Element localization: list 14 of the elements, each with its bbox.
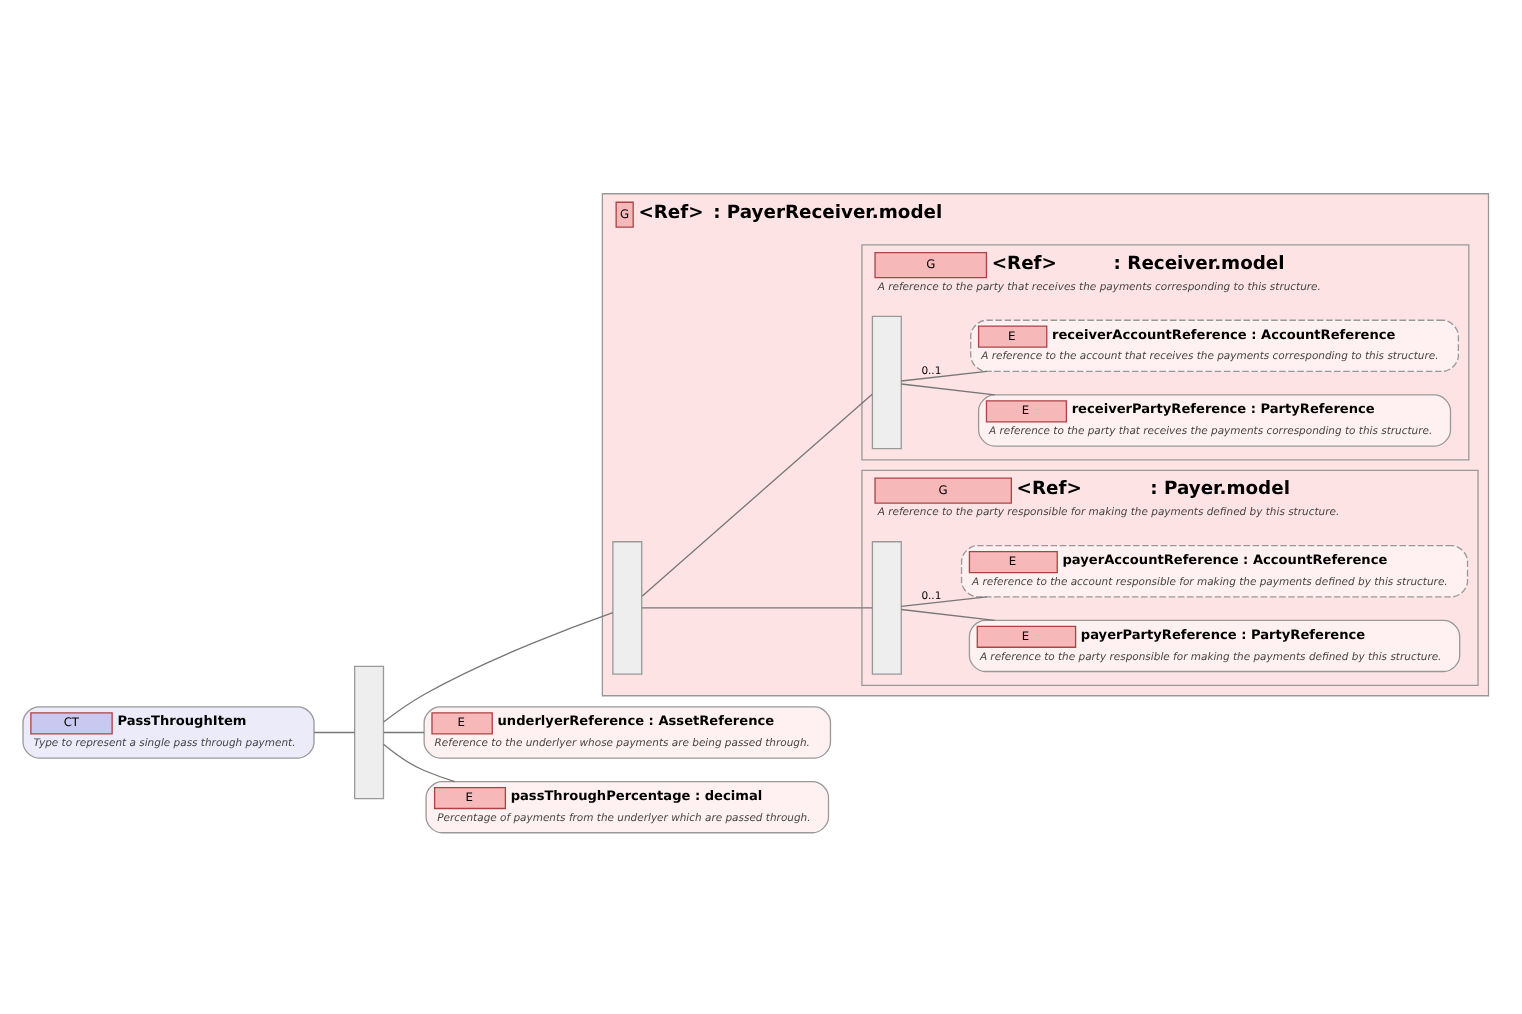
connector	[383, 730, 425, 733]
connector	[313, 730, 356, 733]
connector	[382, 742, 456, 782]
connector	[900, 607, 996, 621]
node-box	[354, 664, 385, 799]
connector	[900, 595, 988, 607]
connector	[382, 610, 614, 722]
node-box	[612, 540, 643, 674]
node-box	[871, 314, 902, 449]
connector	[900, 382, 996, 395]
connector	[641, 392, 873, 596]
connector	[641, 606, 873, 608]
node-box	[871, 540, 902, 674]
connector	[900, 369, 988, 381]
